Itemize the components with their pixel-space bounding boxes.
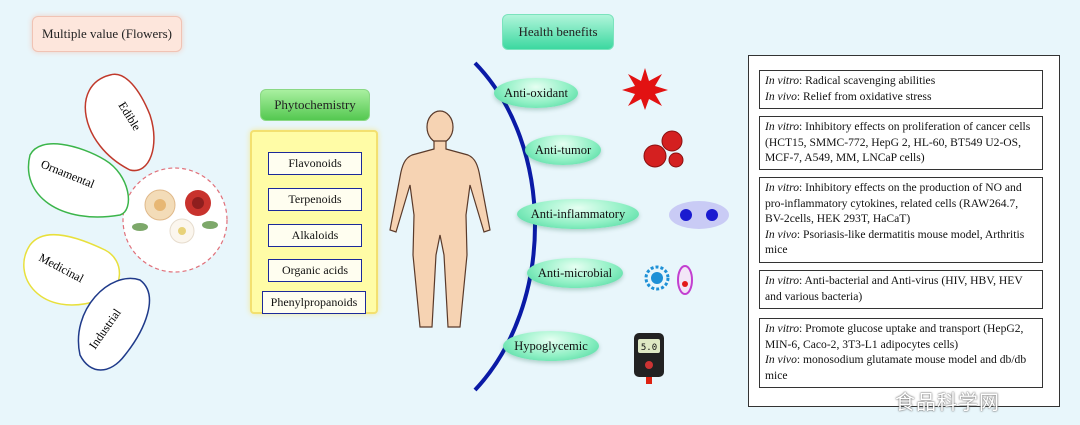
phytochemistry-panel: Flavonoids Terpenoids Alkaloids Organic … (250, 130, 378, 314)
info-box-antioxidant: In vitro: Radical scavenging abilities I… (759, 70, 1043, 109)
benefit-node: Hypoglycemic (503, 331, 599, 361)
benefit-node: Anti-inflammatory (517, 199, 639, 229)
starburst-icon (622, 68, 668, 110)
watermark: 食品科学网 (895, 386, 1000, 415)
info-box-antiinflammatory: In vitro: Inhibitory effects on the prod… (759, 177, 1043, 263)
info-box-hypoglycemic: In vitro: Promote glucose uptake and tra… (759, 318, 1043, 388)
health-benefits-title: Health benefits (502, 14, 614, 50)
benefit-node: Anti-oxidant (494, 78, 578, 108)
info-text: : Promote glucose uptake and transport (… (765, 322, 1023, 351)
info-label: In vivo (765, 353, 797, 366)
microbe-icon (641, 260, 703, 300)
phytochemistry-title: Phytochemistry (260, 89, 370, 121)
phyto-item: Flavonoids (268, 152, 362, 175)
flower-circle (123, 168, 227, 272)
flower-petals-diagram: Edible Ornamental Medicinal Industrial (0, 55, 250, 425)
info-text: : monosodium glutamate mouse model and d… (765, 353, 1026, 382)
info-label: In vivo (765, 90, 797, 103)
info-label: In vitro (765, 322, 799, 335)
info-label: In vitro (765, 274, 799, 287)
phyto-item: Alkaloids (268, 224, 362, 247)
glucometer-icon: 5.0 (632, 331, 666, 385)
phyto-item: Terpenoids (268, 188, 362, 211)
glucometer-reading: 5.0 (641, 343, 657, 353)
info-label: In vitro (765, 74, 799, 87)
info-box-antitumor: In vitro: Inhibitory effects on prolifer… (759, 116, 1043, 170)
cancer-cells-icon (640, 128, 692, 170)
benefit-node: Anti-tumor (525, 135, 601, 165)
info-text: : Inhibitory effects on the production o… (765, 181, 1022, 225)
info-label: In vitro (765, 181, 799, 194)
benefit-node: Anti-microbial (527, 258, 623, 288)
info-text: : Psoriasis-like dermatitis mouse model,… (765, 228, 1024, 257)
info-text: : Anti-bacterial and Anti-virus (HIV, HB… (765, 274, 1023, 303)
info-panel: In vitro: Radical scavenging abilities I… (748, 55, 1060, 407)
info-text: : Radical scavenging abilities (799, 74, 935, 87)
immune-cells-icon (668, 200, 730, 230)
phyto-item: Organic acids (268, 259, 362, 282)
info-label: In vivo (765, 228, 797, 241)
info-box-antimicrobial: In vitro: Anti-bacterial and Anti-virus … (759, 270, 1043, 309)
phyto-item: Phenylpropanoids (262, 291, 366, 314)
info-label: In vitro (765, 120, 799, 133)
multiple-value-title: Multiple value (Flowers) (32, 16, 182, 52)
info-text: : Inhibitory effects on proliferation of… (765, 120, 1030, 164)
info-text: : Relief from oxidative stress (797, 90, 932, 103)
